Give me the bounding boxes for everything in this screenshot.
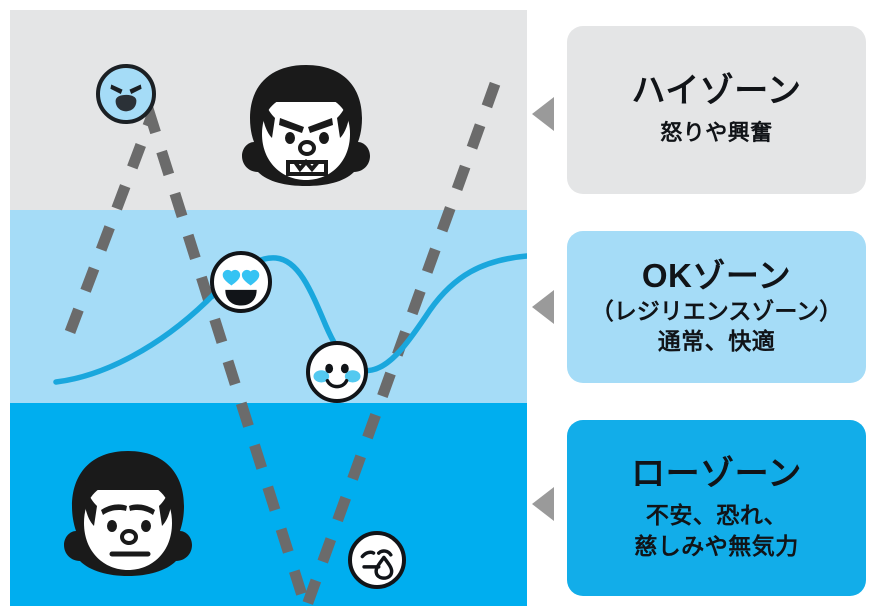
- zone-chart-panel: [10, 10, 527, 606]
- zone-card-high-title: ハイゾーン: [631, 72, 802, 111]
- sad-character-head: [60, 448, 196, 576]
- zone-card-ok-subtitle-paren: （レジリエンスゾーン）: [590, 298, 843, 325]
- crying-face-emoji: [348, 531, 406, 589]
- regulated-trace-line: [53, 253, 527, 385]
- zone-card-ok-title: OKゾーン: [641, 257, 792, 295]
- zone-card-ok: OKゾーン （レジリエンスゾーン） 通常、快適: [567, 231, 866, 383]
- angry-character-head: [238, 62, 374, 186]
- zone-card-high-subtitle: 怒りや興奮: [660, 120, 773, 146]
- angry-face-emoji: [96, 64, 156, 124]
- dysregulated-trace-line: [64, 68, 506, 606]
- zone-card-ok-subtitle: 通常、快適: [657, 327, 776, 354]
- zone-card-low-subtitle-line2: 慈しみや無気力: [634, 532, 799, 559]
- zone-card-low: ローゾーン 不安、恐れ、 慈しみや無気力: [567, 420, 866, 596]
- zone-card-low-title: ローゾーン: [631, 455, 802, 494]
- zone-arrow-low-icon: [532, 487, 554, 521]
- calm-smiling-face-emoji: [306, 341, 368, 403]
- zone-card-low-subtitle-line1: 不安、恐れ、: [645, 502, 788, 529]
- zone-card-high: ハイゾーン 怒りや興奮: [567, 26, 866, 194]
- zone-chart-lines: [53, 68, 527, 606]
- heart-eyes-face-emoji: [210, 251, 272, 313]
- zone-arrow-ok-icon: [532, 290, 554, 324]
- zone-arrow-high-icon: [532, 97, 554, 131]
